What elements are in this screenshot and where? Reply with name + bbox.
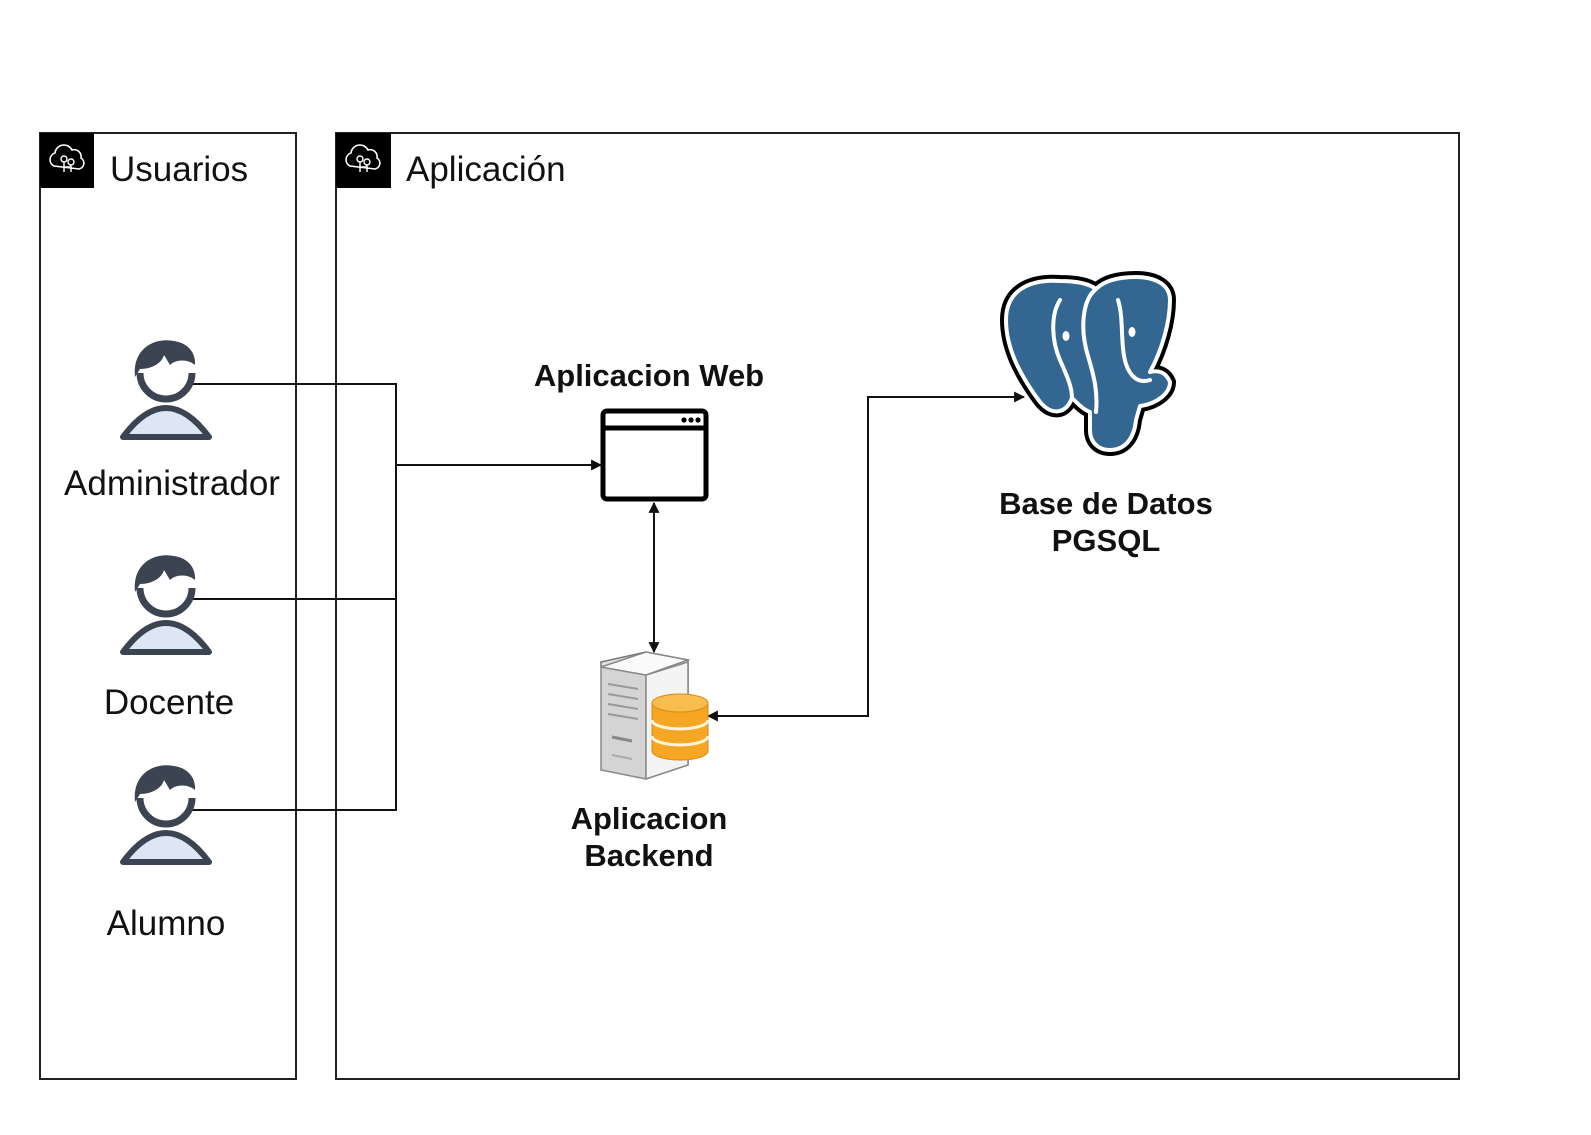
web-app-label: Aplicacion Web [534, 358, 764, 393]
database-label-line1: Base de Datos [999, 486, 1213, 521]
actor-label: Docente [104, 683, 234, 722]
connectors [192, 383, 1026, 811]
database-label-line2: PGSQL [1052, 523, 1161, 558]
backend-label-line1: Aplicacion [571, 801, 728, 836]
server-database-icon [600, 651, 710, 781]
group-title-aplicacion: Aplicación [406, 150, 566, 189]
user-icon [123, 765, 209, 862]
user-icon [123, 340, 209, 437]
actor-label: Alumno [107, 904, 226, 943]
arrow-backend-database [706, 391, 1026, 722]
browser-window-icon [600, 408, 709, 502]
group-usuarios: Usuarios [39, 132, 297, 1080]
connector-users-bus [192, 383, 397, 811]
actor-administrador: Administrador [64, 340, 280, 503]
group-cloud-icon [336, 133, 391, 188]
component-web-app: Aplicacion Web [534, 358, 764, 502]
actor-alumno: Alumno [107, 765, 226, 943]
postgresql-elephant-icon [1000, 271, 1176, 456]
backend-label-line2: Backend [584, 838, 713, 873]
user-icon [123, 555, 209, 652]
actor-docente: Docente [104, 555, 234, 722]
actor-label: Administrador [64, 464, 280, 503]
component-database: Base de Datos PGSQL [999, 271, 1213, 558]
group-aplicacion: Aplicación [335, 132, 1460, 1080]
component-backend: Aplicacion Backend [571, 651, 728, 873]
group-title-usuarios: Usuarios [110, 150, 248, 189]
